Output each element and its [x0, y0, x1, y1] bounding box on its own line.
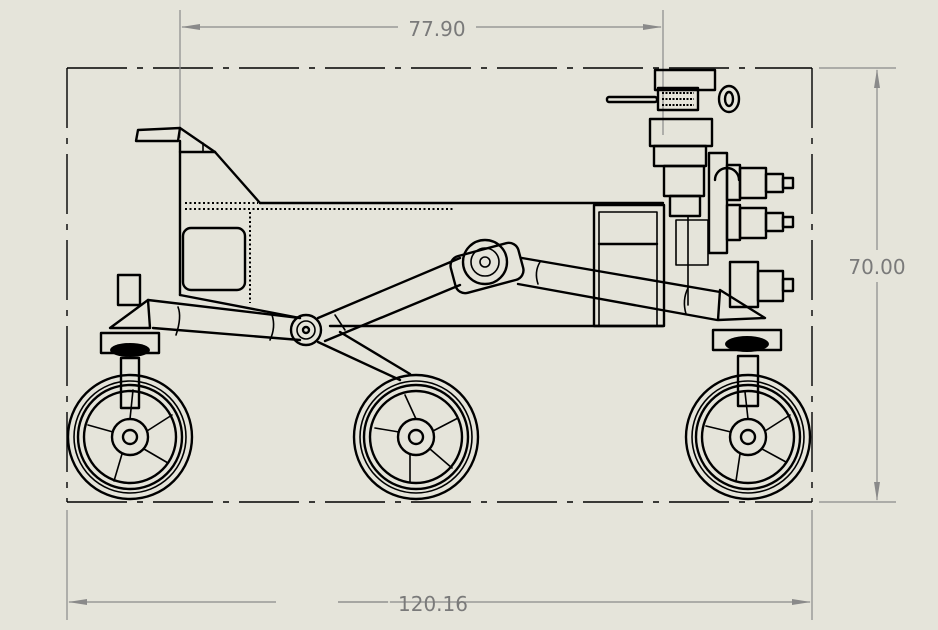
front-wheel: [66, 273, 194, 501]
dimension-bottom-value: 120.16: [398, 592, 468, 616]
dimension-top[interactable]: 77.90: [179, 10, 664, 138]
dimension-top-value: 77.90: [408, 17, 465, 41]
arrowhead-icon: [643, 24, 662, 30]
suspension-rocker-arm: [146, 238, 722, 382]
middle-wheel: [352, 373, 480, 501]
arrowhead-icon: [792, 599, 811, 605]
rear-wheel: [684, 288, 812, 501]
dimension-right-value: 70.00: [848, 255, 905, 279]
dimension-right[interactable]: 70.00: [819, 67, 906, 503]
arrowhead-icon: [874, 482, 880, 501]
dimension-bottom[interactable]: 120.16: [66, 510, 813, 620]
arrowhead-icon: [68, 599, 87, 605]
camera-mast: [605, 68, 795, 309]
arrowhead-icon: [181, 24, 200, 30]
bounding-box: [66, 67, 813, 503]
chassis-body: [134, 126, 666, 328]
arrowhead-icon: [874, 69, 880, 88]
